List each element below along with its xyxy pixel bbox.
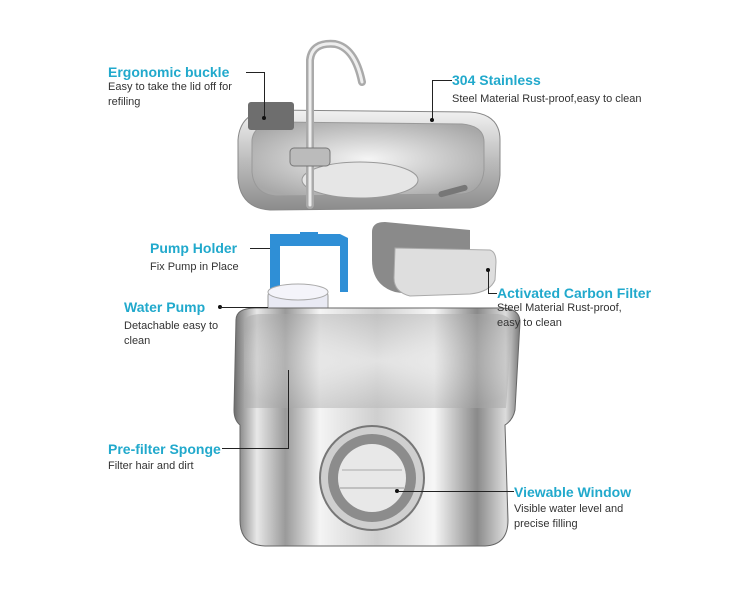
label-viewable-window: Viewable Window Visible water level and … xyxy=(514,484,632,530)
leader-line xyxy=(220,307,268,308)
leader-line xyxy=(432,80,452,81)
label-304-stainless: 304 Stainless Steel Material Rust-proof,… xyxy=(452,72,642,105)
label-pre-filter-sponge: Pre-filter Sponge Filter hair and dirt xyxy=(108,441,221,472)
label-pump-holder: Pump Holder Fix Pump in Place xyxy=(150,240,239,273)
label-activated-carbon-filter: Activated Carbon Filter Steel Material R… xyxy=(497,285,652,329)
leader-dot xyxy=(395,489,399,493)
leader-dot xyxy=(486,268,490,272)
faucet xyxy=(289,39,366,209)
leader-line xyxy=(264,72,265,118)
leader-dot xyxy=(262,116,266,120)
leader-line xyxy=(288,370,289,449)
label-ergonomic-buckle: Ergonomic buckle Easy to take the lid of… xyxy=(108,64,232,108)
label-water-pump: Water Pump Detachable easy to clean xyxy=(124,299,219,347)
leader-line xyxy=(246,72,264,73)
base-bowl xyxy=(233,307,521,547)
carbon-filter xyxy=(372,222,497,297)
buckle xyxy=(248,102,294,130)
leader-line xyxy=(250,248,270,249)
leader-line xyxy=(398,491,514,492)
leader-dot xyxy=(430,118,434,122)
leader-line xyxy=(488,293,497,294)
leader-line xyxy=(222,448,288,449)
leader-line xyxy=(432,80,433,120)
leader-line xyxy=(488,270,489,294)
